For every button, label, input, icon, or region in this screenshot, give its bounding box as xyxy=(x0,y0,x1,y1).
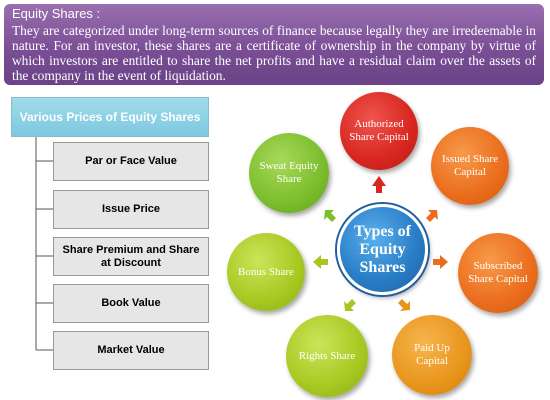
arrow-up-right-icon xyxy=(426,210,438,222)
type-sweat-equity-share: Sweat Equity Share xyxy=(249,133,329,213)
definition-panel: Equity Shares : They are categorized und… xyxy=(4,4,544,85)
type-label: Subscribed Share Capital xyxy=(468,260,528,285)
arrow-right-icon xyxy=(433,255,448,269)
type-label: Paid Up Capital xyxy=(414,342,450,367)
arrow-left-icon xyxy=(313,255,328,269)
prices-heading: Various Prices of Equity Shares xyxy=(11,97,209,137)
arrow-up-left-icon xyxy=(324,210,336,222)
type-issued-share-capital: Issued Share Capital xyxy=(431,127,509,205)
types-center-label: Types of Equity Shares xyxy=(353,222,412,276)
price-item-par-value: Par or Face Value xyxy=(53,142,209,181)
type-rights-share: Rights Share xyxy=(286,315,368,397)
price-item-premium-discount: Share Premium and Share at Discount xyxy=(53,237,209,276)
definition-text: They are categorized under long-term sou… xyxy=(12,23,536,83)
types-center-node: Types of Equity Shares xyxy=(337,204,428,295)
type-subscribed-share-capital: Subscribed Share Capital xyxy=(458,233,538,313)
type-authorized-share-capital: Authorized Share Capital xyxy=(340,92,418,170)
arrow-down-left-icon xyxy=(344,299,356,311)
type-label: Sweat Equity Share xyxy=(259,160,319,185)
arrow-up-icon xyxy=(372,176,386,193)
type-label: Authorized Share Capital xyxy=(349,118,409,143)
arrow-down-right-icon xyxy=(398,299,410,311)
type-label: Rights Share xyxy=(298,349,356,362)
price-item-book-value: Book Value xyxy=(53,284,209,323)
type-bonus-share: Bonus Share xyxy=(227,233,305,311)
type-label: Bonus Share xyxy=(238,265,294,278)
type-paid-up-capital: Paid Up Capital xyxy=(392,315,472,395)
price-item-issue-price: Issue Price xyxy=(53,190,209,229)
definition-title: Equity Shares : xyxy=(12,6,101,21)
type-label: Issued Share Capital xyxy=(442,153,498,178)
price-item-market-value: Market Value xyxy=(53,331,209,370)
